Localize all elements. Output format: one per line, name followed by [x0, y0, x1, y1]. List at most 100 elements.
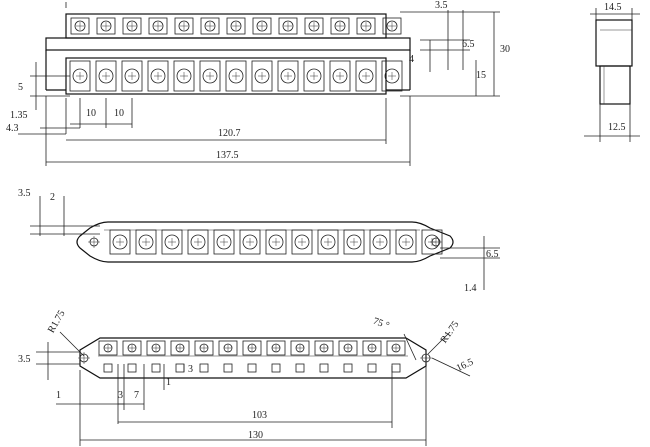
screw-terminal-icon [98, 340, 118, 356]
dim-2: 2 [50, 192, 55, 203]
screw-terminal-icon [290, 340, 310, 356]
slot-marker [367, 363, 377, 373]
screw-terminal-icon [252, 17, 272, 35]
dim-r1-75-right: R1.75 [439, 319, 462, 345]
dim-7: 7 [134, 390, 139, 401]
screw-terminal-icon [95, 60, 117, 92]
screw-terminal-icon [173, 60, 195, 92]
bottom-body [79, 337, 427, 379]
dim-3-5-mid: 3.5 [18, 188, 31, 199]
screw-terminal-icon [174, 17, 194, 35]
screw-terminal-icon [266, 340, 286, 356]
mounting-hole-icon [88, 236, 100, 248]
screw-terminal-icon [70, 17, 90, 35]
dim-4: 4 [409, 54, 414, 65]
screw-terminal-icon [265, 229, 287, 255]
screw-terminal-icon [314, 340, 334, 356]
dim-1-4: 1.4 [464, 283, 477, 294]
bottom-view: R1.75 R1.75 75 ° 3.5 3 1 16.5 1 3 7 103 … [18, 309, 475, 446]
slot-marker [151, 363, 161, 373]
dim-r1-75-left: R1.75 [46, 309, 68, 335]
screw-terminal-icon [355, 60, 377, 92]
top-flange [45, 37, 411, 51]
screw-terminal-icon [225, 60, 247, 92]
screw-terminal-icon [329, 60, 351, 92]
top-upper-terminals [70, 17, 402, 35]
screw-terminal-icon [395, 229, 417, 255]
screw-terminal-icon [303, 60, 325, 92]
screw-terminal-icon [218, 340, 238, 356]
screw-terminal-icon [135, 229, 157, 255]
dim-1-35: 1.35 [10, 110, 28, 121]
screw-terminal-icon [122, 340, 142, 356]
slot-marker [319, 363, 329, 373]
side-upper [595, 19, 633, 67]
screw-terminal-icon [161, 229, 183, 255]
slot-marker [199, 363, 209, 373]
dim-10b: 10 [114, 108, 124, 119]
dim-16-5: 16.5 [455, 357, 476, 374]
screw-terminal-icon [356, 17, 376, 35]
screw-terminal-icon [343, 229, 365, 255]
screw-terminal-icon [338, 340, 358, 356]
dim-4-3: 4.3 [6, 123, 19, 134]
dim-14-5: 14.5 [604, 2, 622, 13]
dim-3-5-top: 3.5 [435, 0, 448, 11]
dim-120-7: 120.7 [218, 128, 241, 139]
screw-terminal-icon [226, 17, 246, 35]
screw-terminal-icon [381, 60, 403, 92]
screw-terminal-icon [187, 229, 209, 255]
screw-terminal-icon [109, 229, 131, 255]
screw-terminal-icon [122, 17, 142, 35]
slot-marker [343, 363, 353, 373]
dim-75-deg: 75 ° [371, 316, 390, 332]
mounting-hole-icon [420, 352, 432, 364]
side-view: 14.5 12.5 [584, 2, 640, 142]
screw-terminal-icon [251, 60, 273, 92]
screw-terminal-icon [291, 229, 313, 255]
slot-marker [223, 363, 233, 373]
screw-terminal-icon [121, 60, 143, 92]
top-lower-terminals [69, 60, 403, 92]
screw-terminal-icon [194, 340, 214, 356]
screw-terminal-icon [369, 229, 391, 255]
dim-6-5: 6.5 [462, 39, 475, 50]
top-view: 3.5 6.5 30 4 15 5 10 10 1.35 4.3 120.7 1… [6, 0, 510, 166]
side-lower [599, 65, 631, 105]
middle-body [76, 221, 454, 263]
screw-terminal-icon [96, 17, 116, 35]
dim-5: 5 [18, 82, 23, 93]
dim-137-5: 137.5 [216, 150, 239, 161]
screw-terminal-icon [148, 17, 168, 35]
middle-view: 3.5 2 6.5 1.4 [18, 188, 500, 294]
slot-marker [271, 363, 281, 373]
screw-terminal-icon [170, 340, 190, 356]
screw-terminal-icon [277, 60, 299, 92]
dim-3-small: 3 [188, 364, 193, 375]
screw-terminal-icon [386, 340, 406, 356]
slot-marker [295, 363, 305, 373]
dim-3-left: 3 [118, 390, 123, 401]
dim-3-5-bottom: 3.5 [18, 354, 31, 365]
middle-terminals [109, 229, 443, 255]
screw-terminal-icon [146, 340, 166, 356]
dim-12-5: 12.5 [608, 122, 626, 133]
bottom-slots [103, 363, 401, 373]
screw-terminal-icon [242, 340, 262, 356]
dim-1-small: 1 [166, 377, 171, 388]
screw-terminal-icon [382, 17, 402, 35]
dim-15: 15 [476, 70, 486, 81]
slot-marker [103, 363, 113, 373]
screw-terminal-icon [317, 229, 339, 255]
slot-marker [247, 363, 257, 373]
screw-terminal-icon [200, 17, 220, 35]
screw-terminal-icon [147, 60, 169, 92]
mounting-hole-icon [430, 236, 442, 248]
dim-103: 103 [252, 410, 267, 421]
screw-terminal-icon [362, 340, 382, 356]
mounting-hole-icon [78, 352, 90, 364]
screw-terminal-icon [330, 17, 350, 35]
dim-1-left: 1 [56, 390, 61, 401]
